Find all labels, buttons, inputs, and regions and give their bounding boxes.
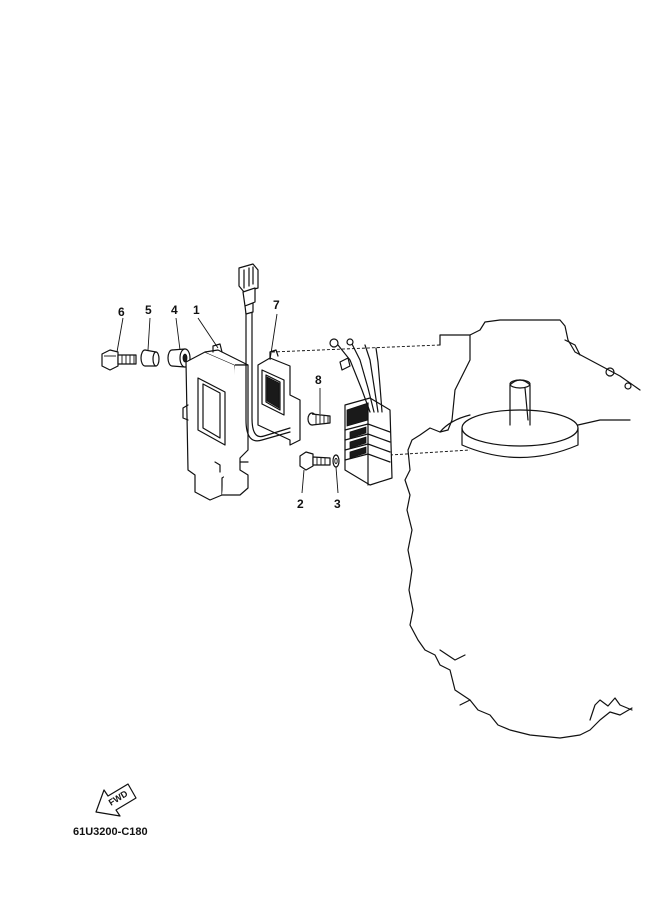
washer-part-3 — [332, 454, 340, 468]
callout-number-2: 2 — [297, 497, 304, 511]
callout-number-8: 8 — [315, 373, 322, 387]
collar-part-5 — [140, 349, 160, 367]
fwd-arrow-icon: FWD — [95, 783, 137, 817]
rectifier-regulator — [329, 338, 393, 486]
wire-connector-plug — [238, 263, 259, 315]
bracket-part-7 — [257, 349, 301, 446]
grommet-part-4 — [167, 348, 191, 368]
lead-wire — [245, 309, 291, 442]
callout-number-1: 1 — [193, 303, 200, 317]
leader-line-lower — [389, 449, 471, 456]
callout-leaders — [116, 313, 339, 494]
screw-part-8 — [307, 412, 331, 426]
engine-block-outline — [404, 319, 641, 739]
callout-number-6: 6 — [118, 305, 125, 319]
callout-number-5: 5 — [145, 303, 152, 317]
bolt-part-2 — [299, 451, 331, 471]
callout-number-7: 7 — [273, 298, 280, 312]
leader-line-top — [271, 344, 441, 353]
callout-number-3: 3 — [334, 497, 341, 511]
bolt-part-6 — [101, 349, 137, 371]
cdi-unit-part-1 — [182, 343, 249, 501]
drawing-code: 61U3200-C180 — [73, 826, 148, 838]
callout-number-4: 4 — [171, 303, 178, 317]
